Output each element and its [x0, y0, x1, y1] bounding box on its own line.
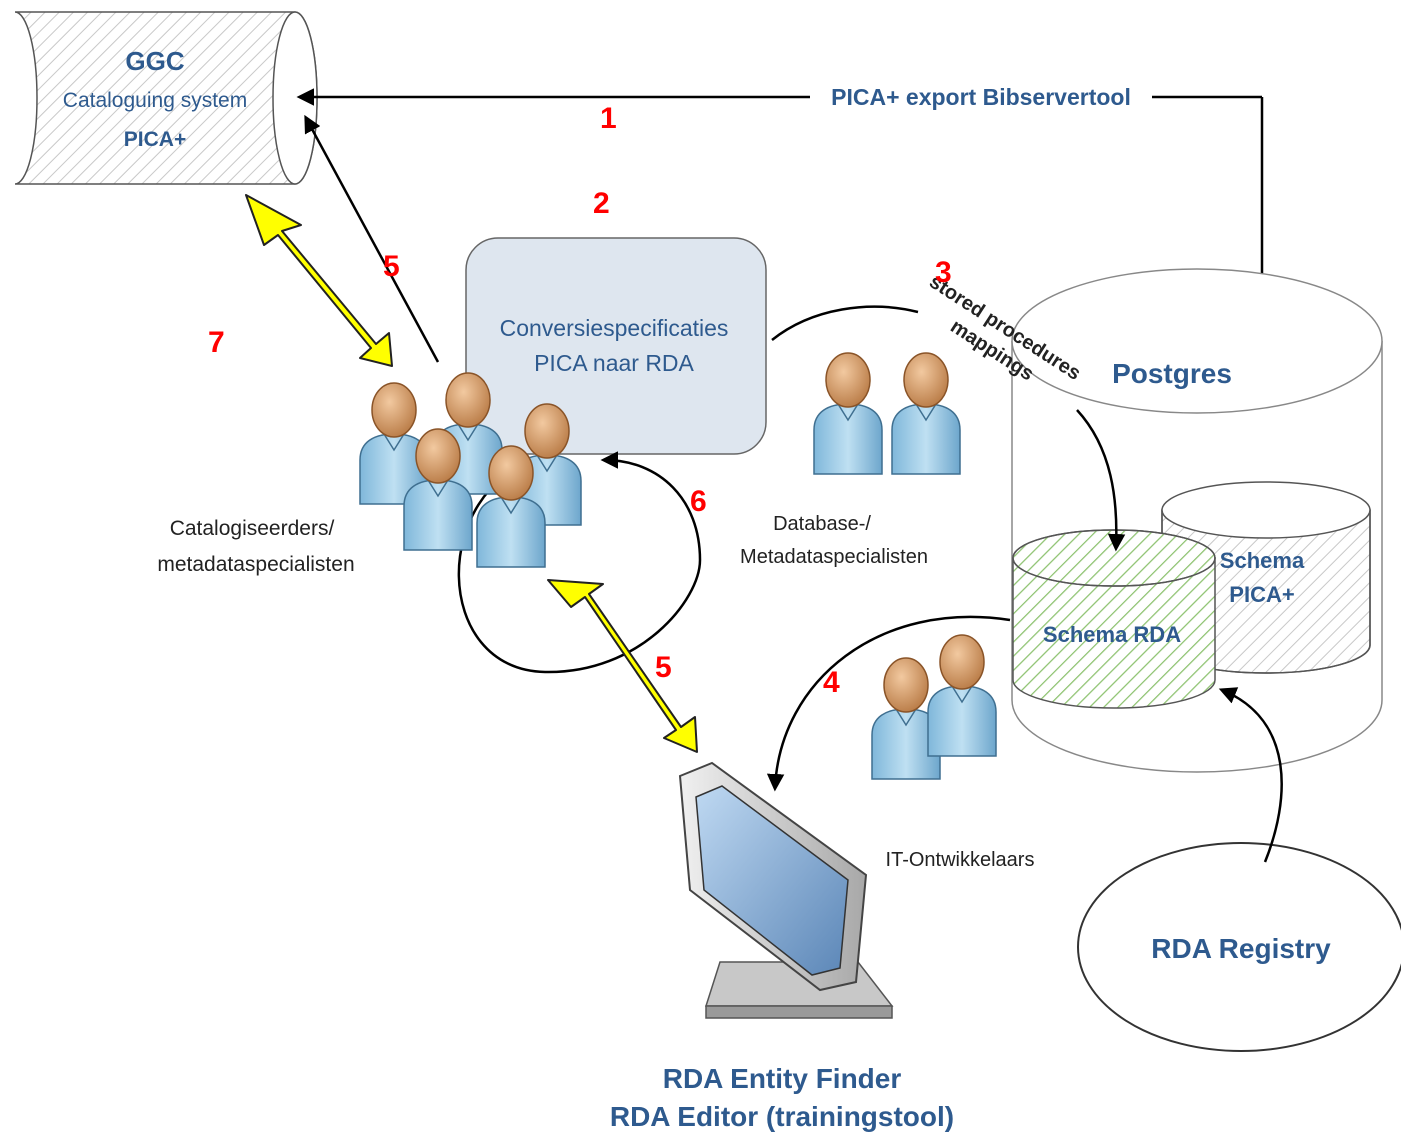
schema-rda-cylinder: Schema RDA	[1012, 529, 1216, 709]
database-specialists-group: Database-/ Metadataspecialisten	[740, 352, 961, 568]
export-connector: PICA+ export Bibservertool	[296, 84, 1271, 500]
registry-arrow	[1218, 687, 1283, 863]
catalogers-line2: metadataspecialisten	[157, 553, 354, 576]
rda-registry: RDA Registry	[1077, 687, 1401, 1052]
step-3: 3	[935, 256, 952, 289]
monitor-icon	[678, 761, 894, 1019]
schema-pica-line1: Schema	[1220, 548, 1305, 573]
ggc-subtitle: Cataloguing system	[63, 89, 247, 112]
step-6: 6	[690, 485, 707, 518]
yellow-arrow-ggc-catalogers	[245, 194, 393, 367]
database-line2: Metadataspecialisten	[740, 546, 928, 568]
step-1: 1	[600, 102, 617, 135]
yellow-arrow-catalogers-tools	[547, 579, 698, 753]
catalogers-group: Catalogiseerders/ metadataspecialisten	[157, 372, 582, 576]
conversion-line1: Conversiespecificaties	[500, 315, 729, 341]
postgres-title: Postgres	[1112, 358, 1232, 389]
conversion-specification-box: Conversiespecificaties PICA naar RDA	[465, 237, 767, 455]
export-label: PICA+ export Bibservertool	[831, 84, 1131, 110]
schema-pica-line2: PICA+	[1229, 582, 1294, 607]
rda-registry-label: RDA Registry	[1151, 933, 1331, 964]
step-2: 2	[593, 187, 610, 220]
tools-line1: RDA Entity Finder	[663, 1063, 902, 1094]
ggc-title: GGC	[125, 46, 184, 76]
person-icon	[891, 352, 961, 475]
conversion-line2: PICA naar RDA	[534, 350, 694, 376]
step-4: 4	[823, 666, 840, 699]
catalogers-to-ggc-arrow	[304, 114, 440, 363]
catalogers-line1: Catalogiseerders/	[170, 517, 335, 540]
step-7: 7	[208, 326, 225, 359]
tools-line2: RDA Editor (trainingstool)	[610, 1101, 954, 1132]
it-developers-group: IT-Ontwikkelaars	[871, 634, 1035, 871]
database-line1: Database-/	[773, 513, 871, 535]
ggc-format: PICA+	[124, 128, 186, 151]
person-icon	[813, 352, 883, 475]
it-developers-label: IT-Ontwikkelaars	[886, 849, 1035, 871]
step-5b: 5	[655, 651, 672, 684]
rda-to-tools-arrow	[766, 615, 1011, 792]
step-5a: 5	[383, 250, 400, 283]
ggc-cataloguing-system: GGC Cataloguing system PICA+	[14, 11, 318, 185]
person-icon	[927, 634, 997, 757]
schema-rda-label: Schema RDA	[1043, 622, 1181, 647]
